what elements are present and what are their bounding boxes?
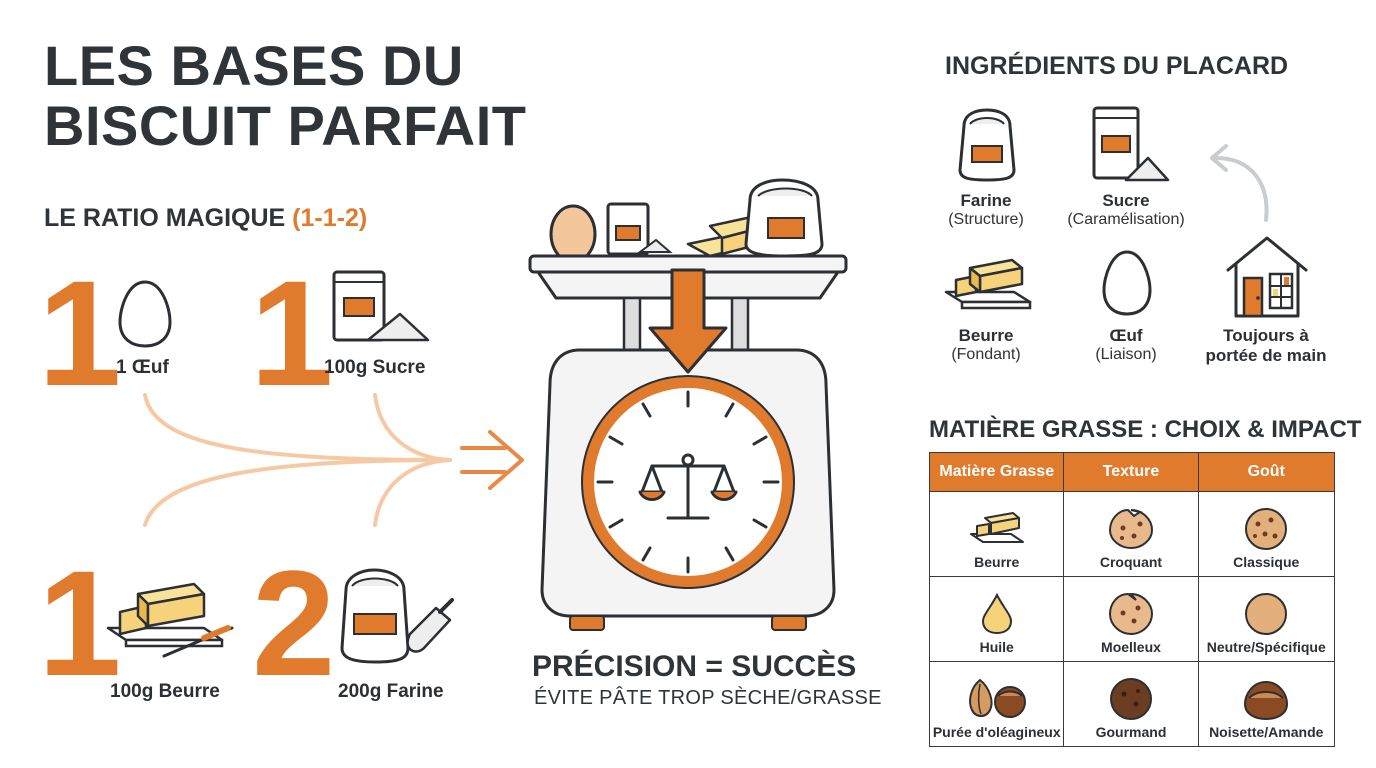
pantry-role-oeuf: (Liaison) [1095,346,1157,363]
sugar-bag-icon [1092,106,1170,182]
egg-icon [1102,250,1152,316]
curved-arrow-icon [1210,144,1269,222]
table-row: Purée d'oléagineux Gourmand Noisette/Ama… [928,661,1335,747]
ratio-label-butter: 100g Beurre [110,681,220,702]
soft-cookie-icon [1108,592,1153,635]
column-header-texture: Texture [1063,452,1199,492]
table-cell: Classique [1197,491,1335,577]
pantry-name-oeuf: Œuf [1109,326,1143,345]
ratio-number-sugar: 1 [250,249,334,417]
pantry-role-beurre: (Fondant) [951,346,1021,363]
flour-sack-icon [340,568,454,664]
pantry-name-farine: Farine [960,191,1012,210]
house-label-line-2: portée de main [1205,346,1327,365]
chocolate-cookie-icon [1109,678,1152,720]
ratio-heading-accent: (1-1-2) [292,204,368,232]
house-pantry-icon [1226,236,1308,318]
table-cell: Beurre [928,491,1065,577]
page-title: LES BASES DU BISCUIT PARFAIT [44,36,526,156]
oil-drop-icon [981,592,1012,635]
pantry-name-beurre: Beurre [958,326,1014,345]
cell-texture-croquant: Croquant [1099,554,1163,570]
table-cell: Gourmand [1063,661,1199,747]
table-row: Beurre Croquant Classique [928,491,1335,577]
cell-taste-neutre: Neutre/Spécifique [1206,639,1326,655]
ratio-number-butter: 1 [38,539,122,707]
table-cell: Purée d'oléagineux [928,661,1065,747]
house-label: Toujours à portée de main [1186,326,1346,366]
hazelnut-icon [1244,680,1289,720]
cell-fat-oil: Huile [979,639,1014,655]
butter-icon [969,512,1024,543]
sugar-bag-icon [332,270,430,342]
table-cell: Neutre/Spécifique [1197,576,1335,662]
pantry-role-farine: (Structure) [948,211,1024,228]
flow-arrows [143,393,524,527]
cell-taste-noisette: Noisette/Amande [1209,724,1324,740]
ratio-label-sugar: 100g Sucre [324,357,426,378]
column-header-fat: Matière Grasse [928,452,1065,492]
table-cell: Huile [928,576,1065,662]
egg-icon [118,280,172,348]
cell-texture-moelleux: Moelleux [1101,639,1161,655]
plain-cookie-icon [1245,593,1288,635]
table-header-row: Matière Grasse Texture Goût [928,452,1335,492]
ratio-label-flour: 200g Farine [338,681,444,702]
balance-scale-icon [638,453,738,520]
fat-table-heading: MATIÈRE GRASSE : CHOIX & IMPACT [929,416,1362,443]
classic-cookie-icon [1245,508,1288,550]
column-header-taste: Goût [1197,452,1335,492]
ratio-heading: LE RATIO MAGIQUE (1-1-2) [44,204,367,233]
table-row: Huile Moelleux Neutre/Spécifique [928,576,1335,662]
nuts-icon [968,678,1026,718]
title-line-2: BISCUIT PARFAIT [44,94,527,157]
flour-sack-icon [958,108,1016,182]
ratio-label-egg: 1 Œuf [116,357,169,378]
ratio-heading-text: LE RATIO MAGIQUE [44,204,286,232]
table-cell: Moelleux [1063,576,1199,662]
title-line-1: LES BASES DU [44,34,464,97]
pantry-name-sucre: Sucre [1102,191,1150,210]
ratio-number-egg: 1 [38,249,122,417]
pantry-role-sucre: (Caramélisation) [1067,211,1185,228]
cell-texture-gourmand: Gourmand [1095,724,1167,740]
precision-subline: ÉVITE PÂTE TROP SÈCHE/GRASSE [534,687,882,709]
kitchen-scale-illustration [528,178,848,631]
table-cell: Croquant [1063,491,1199,577]
house-label-line-1: Toujours à [1223,326,1309,345]
fat-impact-table: Matière Grasse Texture Goût Beurre [928,452,1335,747]
cell-fat-butter: Beurre [974,554,1020,570]
butter-icon [106,582,234,658]
ratio-number-flour: 2 [252,539,336,707]
pantry-heading: INGRÉDIENTS DU PLACARD [945,52,1289,80]
cell-fat-nut-butter: Purée d'oléagineux [932,724,1061,740]
butter-icon [944,258,1032,310]
precision-headline: PRÉCISION = SUCCÈS [532,650,857,683]
cell-taste-classique: Classique [1233,554,1300,570]
crunchy-cookie-icon [1108,508,1153,550]
table-cell: Noisette/Amande [1197,661,1335,747]
